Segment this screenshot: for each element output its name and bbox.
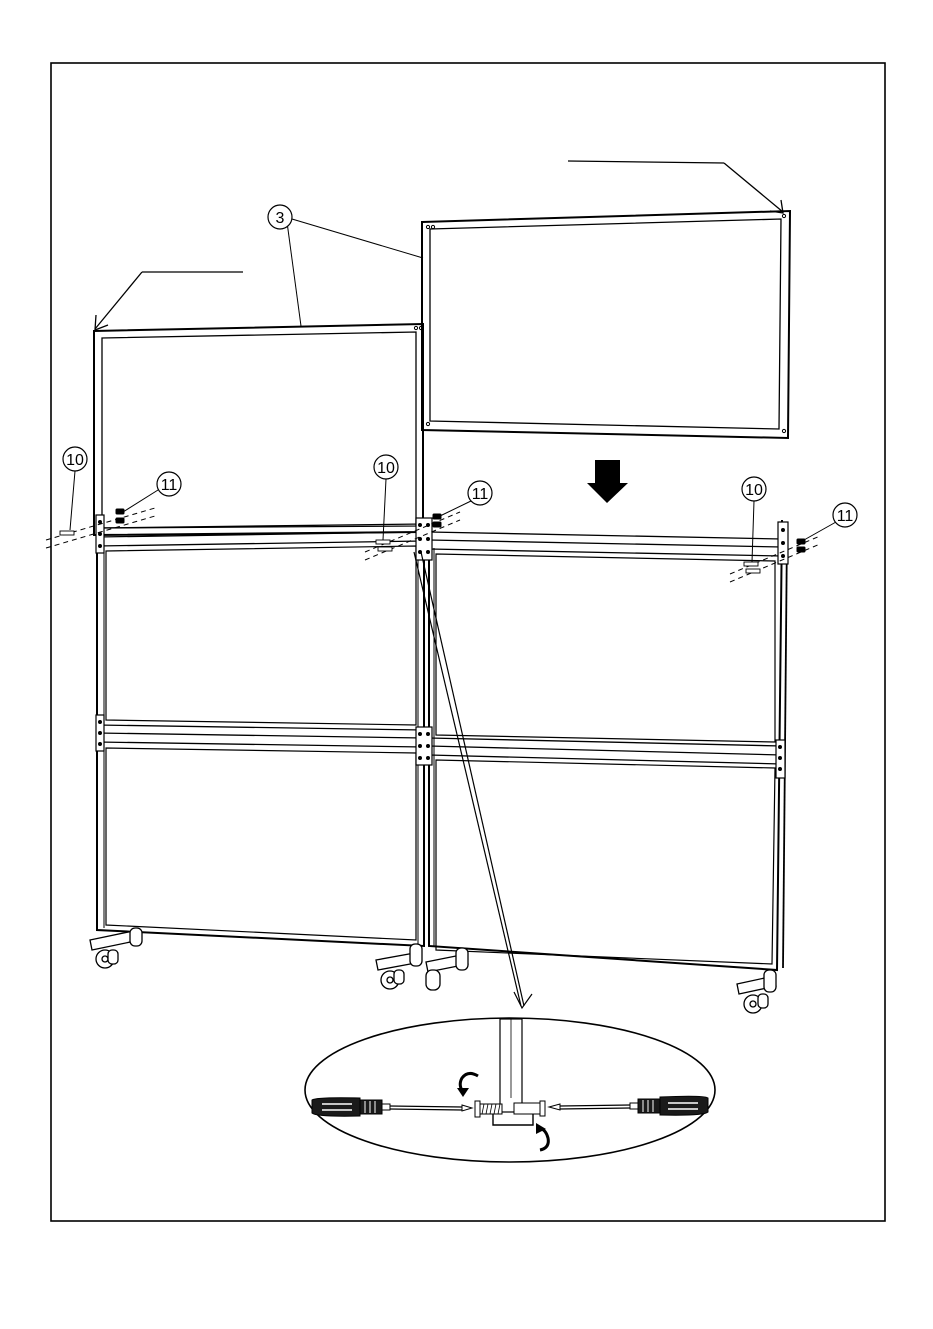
- callout-11-left-label: 11: [161, 477, 178, 494]
- lower-frame-left: [97, 520, 424, 946]
- detail-view: [305, 1018, 715, 1162]
- callout-3-label: 3: [276, 210, 285, 227]
- detail-leader: [414, 552, 532, 1008]
- inserts: [60, 531, 760, 573]
- down-arrow-icon: [587, 460, 628, 503]
- callout-10-middle-label: 10: [377, 460, 395, 477]
- pointer-top-left: [95, 272, 243, 330]
- top-panel-right: [422, 211, 790, 438]
- callout-10-left-label: 10: [66, 452, 84, 469]
- callout-10-right: 10: [742, 477, 766, 562]
- callout-10-left: 10: [63, 447, 87, 530]
- callout-11-middle: 11: [440, 481, 492, 516]
- callout-11-middle-label: 11: [472, 486, 489, 503]
- callout-10-right-label: 10: [745, 482, 763, 499]
- pointer-top-right: [568, 161, 783, 213]
- callout-10-middle: 10: [374, 455, 398, 540]
- lower-frame-right: [429, 520, 787, 970]
- callout-11-right-label: 11: [837, 508, 854, 525]
- callout-3: 3: [268, 205, 423, 326]
- callout-11-right: 11: [804, 503, 857, 540]
- top-panel-left: [94, 324, 423, 535]
- casters: [90, 928, 776, 1013]
- callout-11-left: 11: [123, 472, 181, 512]
